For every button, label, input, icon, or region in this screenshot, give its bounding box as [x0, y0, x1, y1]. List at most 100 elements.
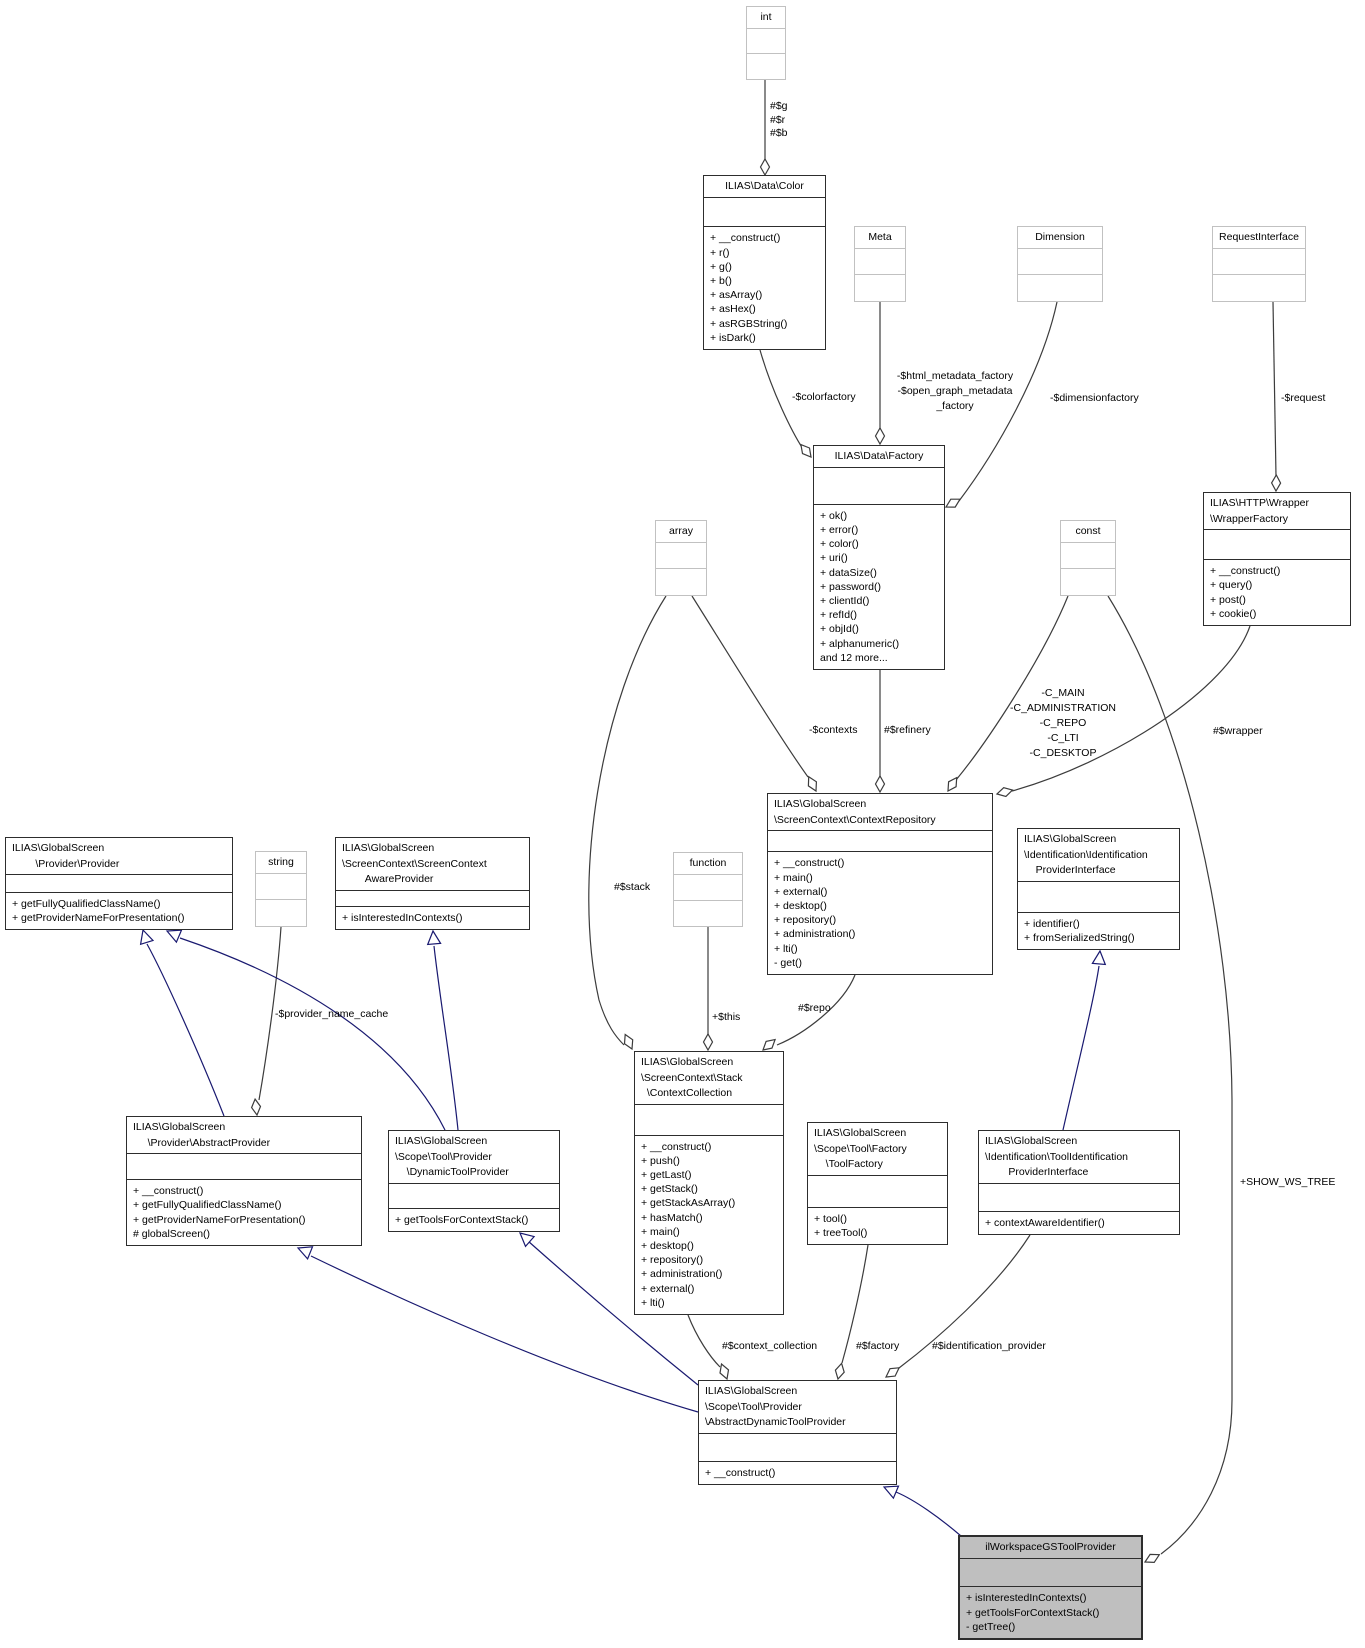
edge-label-line: -$provider_name_cache [275, 1008, 389, 1020]
class-title: ILIAS\GlobalScreen\Scope\Tool\Provider\A… [699, 1381, 896, 1433]
method: + desktop() [641, 1239, 694, 1252]
class-box-dynamic-tool-provider[interactable]: ILIAS\GlobalScreen\Scope\Tool\Provider \… [388, 1130, 560, 1232]
edge-label-line: -C_LTI [1047, 732, 1079, 744]
methods-section: + __construct()+ push()+ getLast()+ getS… [635, 1134, 783, 1314]
class-box-const: const [1060, 520, 1116, 596]
method: + treeTool() [814, 1226, 868, 1239]
aggregation-diamond [834, 1362, 845, 1381]
method: + objId() [820, 623, 859, 636]
methods-section: + getFullyQualifiedClassName()+ getProvi… [6, 891, 232, 929]
edge-label-line: -C_DESKTOP [1029, 747, 1097, 759]
class-title: ILIAS\GlobalScreen\Identification\ToolId… [979, 1131, 1179, 1183]
method: + __construct() [774, 857, 845, 870]
attributes-section [699, 1432, 896, 1461]
inheritance-arrow [165, 929, 183, 944]
attributes-section [747, 27, 785, 54]
class-title: ILIAS\GlobalScreen \Provider\AbstractPro… [127, 1117, 361, 1153]
method: + post() [1210, 593, 1246, 606]
edge-label-line: #$r [770, 113, 786, 126]
method: + hasMatch() [641, 1211, 703, 1224]
edge-label-line: _factory [936, 400, 974, 412]
method: + password() [820, 580, 881, 593]
method: + __construct() [641, 1140, 712, 1153]
class-title-line: const [1075, 525, 1101, 537]
edge-contextcollection-adtp [687, 1314, 721, 1368]
class-box-tool-identification-provider-interface[interactable]: ILIAS\GlobalScreen\Identification\ToolId… [978, 1130, 1180, 1235]
inheritance-arrow [518, 1232, 536, 1248]
method: + r() [710, 246, 730, 259]
class-box-wrapper-factory[interactable]: ILIAS\HTTP\Wrapper\WrapperFactory + __con… [1203, 492, 1351, 626]
class-title: ILIAS\GlobalScreen\ScreenContext\Context… [768, 794, 992, 830]
class-title-line: ilWorkspaceGSToolProvider [985, 1541, 1116, 1553]
class-box-context-repository[interactable]: ILIAS\GlobalScreen\ScreenContext\Context… [767, 793, 993, 975]
edge-label-wrapper: #$wrapper [1213, 724, 1263, 738]
method: + getFullyQualifiedClassName() [133, 1199, 282, 1212]
class-title-line: array [669, 525, 693, 537]
aggregation-diamond [884, 1367, 901, 1378]
method: + ok() [820, 509, 848, 522]
edge-string-abstractprovider [258, 926, 282, 1101]
edge-label-colorfactory: -$colorfactory [792, 390, 856, 404]
methods-section: + __construct()+ main()+ external()+ des… [768, 851, 992, 974]
inheritance-arrow [296, 1246, 314, 1261]
method: + __construct() [710, 232, 781, 245]
edge-label-line: -$dimensionfactory [1050, 392, 1139, 404]
class-box-identification-provider-interface[interactable]: ILIAS\GlobalScreen\Identification\Identi… [1017, 828, 1180, 950]
methods-section: + contextAwareIdentifier() [979, 1210, 1179, 1234]
method: + identifier() [1024, 917, 1080, 930]
class-title-line: ILIAS\GlobalScreen [641, 1056, 734, 1068]
edge-label-html-meta: -$html_metadata_factory-$open_graph_meta… [897, 369, 1013, 414]
edge-const-contextrepository [955, 595, 1069, 781]
methods-section [256, 899, 306, 926]
class-box-abstract-dynamic-tool-provider[interactable]: ILIAS\GlobalScreen\Scope\Tool\Provider\A… [698, 1380, 897, 1485]
method: + getProviderNameForPresentation() [12, 911, 185, 924]
class-box-provider[interactable]: ILIAS\GlobalScreen \Provider\Provider+ g… [5, 837, 233, 930]
class-title-line: \Scope\Tool\Provider [395, 1150, 492, 1163]
class-title-line: ILIAS\GlobalScreen [395, 1135, 488, 1147]
edge-abstractprovider-provider [146, 943, 225, 1117]
edge-label-line: -$html_metadata_factory [896, 370, 1014, 382]
attributes-section [1204, 529, 1350, 559]
class-title-line: \Provider\AbstractProvider [133, 1136, 271, 1149]
method: + __construct() [1210, 565, 1281, 578]
edge-label-factory: #$factory [856, 1339, 899, 1353]
class-title-line: \Scope\Tool\Provider [705, 1400, 802, 1413]
edge-adtp-dynamictoolprovider [527, 1240, 699, 1386]
method: + asArray() [710, 289, 763, 302]
edge-label-line: -$contexts [809, 724, 858, 736]
edge-array-contextcollection [588, 595, 667, 1046]
edge-const-ilworkspace [1107, 595, 1233, 1555]
class-box-tool-factory[interactable]: ILIAS\GlobalScreen\Scope\Tool\Factory \T… [807, 1122, 948, 1245]
method: + external() [641, 1282, 695, 1295]
class-box-abstract-provider[interactable]: ILIAS\GlobalScreen \Provider\AbstractPro… [126, 1116, 362, 1246]
edge-label-context-collection: #$context_collection [722, 1339, 817, 1353]
aggregation-diamond [874, 774, 886, 794]
methods-section [747, 53, 785, 79]
methods-section: + ok()+ error()+ color()+ uri()+ dataSiz… [814, 503, 944, 669]
class-box-context-collection[interactable]: ILIAS\GlobalScreen\ScreenContext\Stack \… [634, 1051, 784, 1315]
class-title-line: \AbstractDynamicToolProvider [705, 1416, 846, 1428]
edge-toolidentification-identification [1062, 965, 1100, 1131]
attributes-section [656, 541, 706, 569]
class-box-color[interactable]: ILIAS\Data\Color+ __construct()+ r()+ g(… [703, 175, 826, 350]
class-title: Dimension [1018, 227, 1102, 248]
class-title-line: ProviderInterface [1024, 864, 1116, 876]
method: + alphanumeric() [820, 637, 900, 650]
attributes-section [6, 874, 232, 892]
inheritance-arrow [1091, 949, 1107, 966]
class-title-line: \Provider\Provider [12, 857, 120, 870]
class-box-screen-context-aware-provider[interactable]: ILIAS\GlobalScreen\ScreenContext\ScreenC… [335, 837, 530, 930]
method: + repository() [641, 1254, 704, 1267]
method: + cookie() [1210, 607, 1257, 620]
class-title: int [747, 7, 785, 28]
method: - getTree() [966, 1620, 1016, 1633]
aggregation-diamond [874, 426, 886, 446]
attributes-section [979, 1182, 1179, 1211]
class-box-data-factory[interactable]: ILIAS\Data\Factory+ ok()+ error()+ color… [813, 445, 945, 670]
aggregation-diamond [702, 1032, 714, 1052]
class-title: ILIAS\HTTP\Wrapper\WrapperFactory [1204, 493, 1350, 529]
class-title-line: \WrapperFactory [1210, 512, 1288, 525]
edge-label-line: #$factory [856, 1340, 900, 1352]
aggregation-diamond [623, 1033, 634, 1051]
